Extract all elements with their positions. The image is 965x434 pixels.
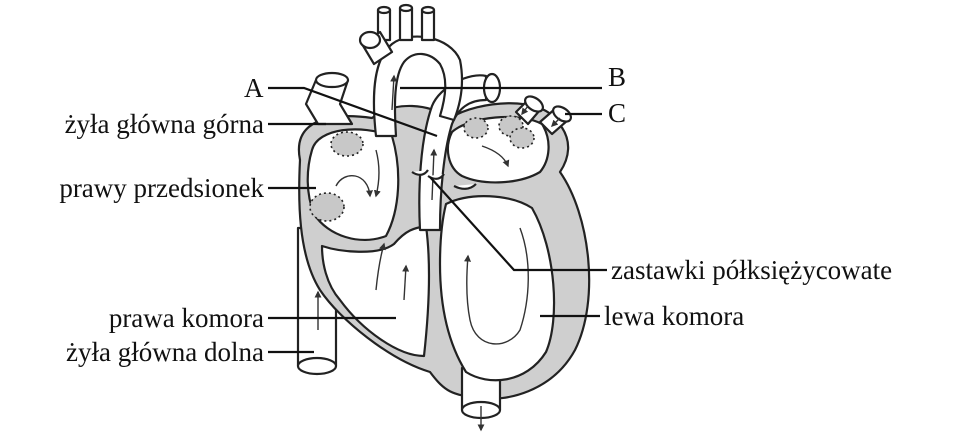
label-semilunar-valves: zastawki półksiężycowate	[611, 255, 892, 285]
label-right-ventricle: prawa komora	[109, 303, 264, 333]
label-left-ventricle: lewa komora	[604, 301, 744, 331]
left-ventricle-chamber	[440, 196, 554, 380]
label-right-atrium: prawy przedsionek	[59, 173, 264, 203]
label-b: B	[608, 62, 626, 92]
label-vena-cava-superior: żyła główna górna	[65, 109, 264, 139]
label-c: C	[608, 98, 626, 128]
heart-illustration	[298, 5, 589, 430]
vena-cava-superior-tube	[306, 73, 352, 124]
label-a: A	[244, 73, 264, 103]
left-atrium-chamber	[448, 117, 549, 182]
label-vena-cava-inferior: żyła główna dolna	[66, 337, 264, 367]
